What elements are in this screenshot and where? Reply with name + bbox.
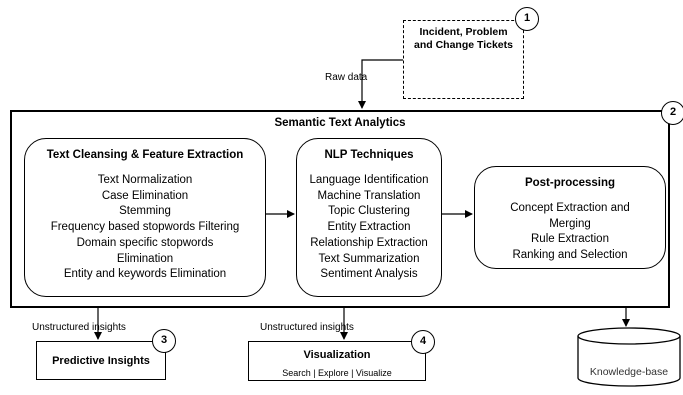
source-title: Incident, Problem and Change Tickets xyxy=(403,26,524,52)
source-title-line: and Change Tickets xyxy=(413,39,513,51)
source-tickets-box xyxy=(403,20,524,99)
step-badge-2: 2 xyxy=(661,101,683,125)
knowledge-base-label: Knowledge-base xyxy=(589,366,669,378)
nlp-item: Machine Translation xyxy=(317,189,421,202)
cleansing-item: Case Elimination xyxy=(101,189,189,202)
semantic-text-analytics-frame xyxy=(10,110,670,308)
post-processing-item: Concept Extraction and xyxy=(510,202,630,214)
cleansing-box xyxy=(24,138,266,297)
raw-data-arrow xyxy=(358,59,403,109)
nlp-title: NLP Techniques xyxy=(324,149,414,161)
predictive-insights-title: Predictive Insights xyxy=(52,355,150,367)
cleansing-item: Stemming xyxy=(119,205,171,218)
unstructured-insights-label: Unstructured insights xyxy=(32,322,126,333)
post-processing-item: Ranking and Selection xyxy=(512,249,628,262)
post-processing-item: Rule Extraction xyxy=(531,233,609,246)
cleansing-item: Entity and keywords Elimination xyxy=(63,268,227,281)
step-badge-3: 3 xyxy=(152,329,176,353)
nlp-item: Entity Extraction xyxy=(327,221,411,234)
cleansing-items: Text Normalization Case Elimination Stem… xyxy=(24,173,266,283)
unstructured-insights-label: Unstructured insights xyxy=(260,322,354,333)
visualization-box xyxy=(248,341,426,381)
nlp-items: Language Identification Machine Translat… xyxy=(296,173,442,283)
nlp-item: Relationship Extraction xyxy=(310,236,428,249)
step-badge-4: 4 xyxy=(411,330,435,354)
post-processing-items: Concept Extraction and Merging Rule Extr… xyxy=(474,201,666,264)
post-processing-item: Merging xyxy=(549,217,591,230)
nlp-item: Text Summarization xyxy=(318,252,420,265)
cleansing-title: Text Cleansing & Feature Extraction xyxy=(46,149,244,161)
cleansing-item: Frequency based stopwords Filtering xyxy=(50,221,240,234)
visualization-subtitle: Search | Explore | Visualize xyxy=(282,368,392,378)
step-badge-1: 1 xyxy=(515,7,539,31)
nlp-item: Sentiment Analysis xyxy=(320,268,418,281)
source-title-line: Incident, Problem xyxy=(419,26,508,38)
raw-data-label: Raw data xyxy=(325,72,368,83)
post-processing-box xyxy=(474,166,666,269)
nlp-item: Topic Clustering xyxy=(328,205,410,218)
post-processing-title: Post-processing xyxy=(524,177,616,189)
knowledge-base-cylinder xyxy=(577,327,681,387)
cleansing-item: Text Normalization xyxy=(97,174,193,186)
predictive-insights-box xyxy=(36,341,166,380)
cleansing-item: Domain specific stopwords xyxy=(76,236,214,249)
cleansing-item: Elimination xyxy=(116,252,174,265)
visualization-title: Visualization xyxy=(303,349,371,361)
nlp-item: Language Identification xyxy=(309,174,429,186)
main-title: Semantic Text Analytics xyxy=(274,117,406,129)
nlp-box xyxy=(296,138,442,297)
